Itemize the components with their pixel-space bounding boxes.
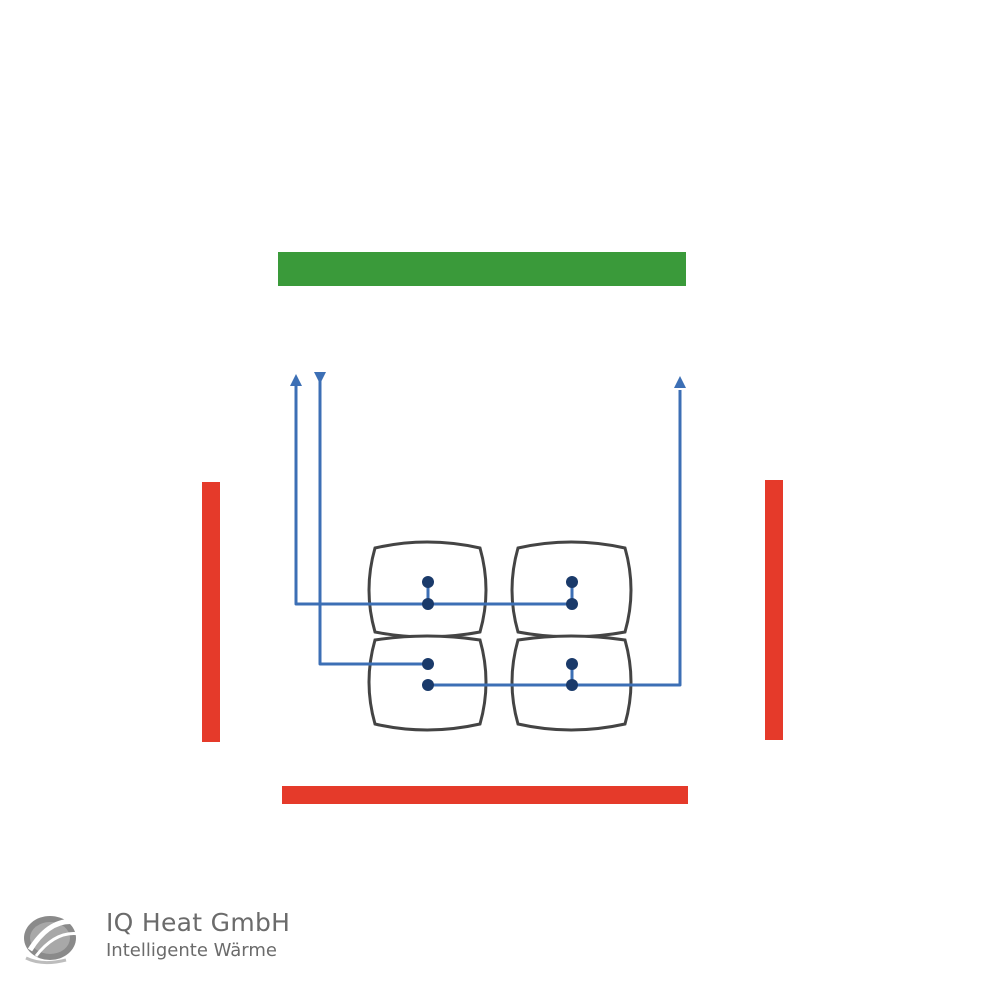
module-grid: [367, 540, 633, 732]
arrow-down-left-icon: [314, 372, 326, 384]
node-bl-lower: [422, 679, 434, 691]
iq-heat-logo-icon: [24, 916, 81, 965]
node-bl-upper: [422, 658, 434, 670]
arrow-up-left-icon: [290, 374, 302, 386]
pipe-bottom-return: [428, 390, 682, 687]
top-green-bar: [278, 252, 686, 286]
node-br-lower: [566, 679, 578, 691]
company-tagline: Intelligente Wärme: [106, 940, 277, 961]
node-tr-lower: [566, 598, 578, 610]
arrow-up-right-icon: [674, 376, 686, 388]
company-branding: IQ Heat GmbH Intelligente Wärme: [20, 908, 290, 968]
left-red-bar: [202, 482, 220, 742]
node-tl-lower: [422, 598, 434, 610]
pipe-upper-supply: [318, 380, 428, 666]
bottom-red-bar: [282, 786, 688, 804]
company-name: IQ Heat GmbH: [106, 908, 291, 937]
right-red-bar: [765, 480, 783, 740]
node-tl-upper: [422, 576, 434, 588]
connection-nodes: [422, 576, 578, 691]
node-tr-upper: [566, 576, 578, 588]
flow-arrows: [290, 372, 686, 388]
node-br-upper: [566, 658, 578, 670]
